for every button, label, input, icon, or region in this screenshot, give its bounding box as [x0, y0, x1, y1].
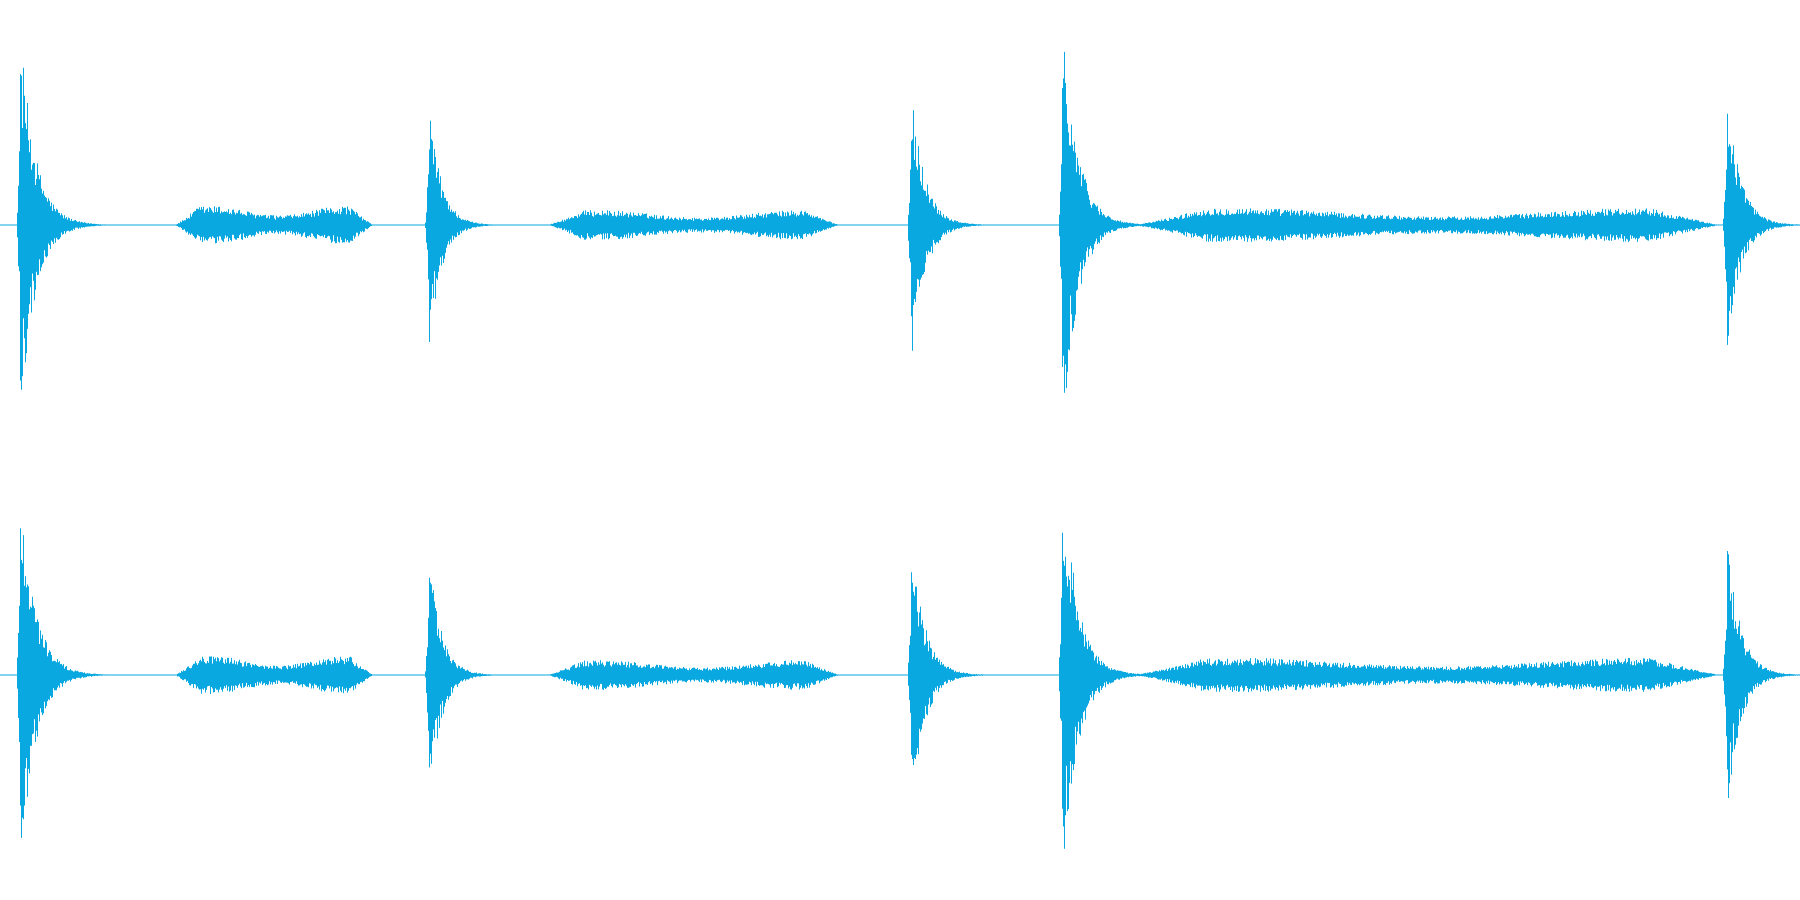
waveform-right-svg — [0, 528, 1800, 849]
waveform-channel-right[interactable] — [0, 450, 1800, 900]
waveform-left-svg — [0, 51, 1800, 393]
right-channel-waveform — [17, 528, 1800, 849]
waveform-channel-left[interactable] — [0, 0, 1800, 450]
left-channel-waveform — [17, 51, 1800, 393]
